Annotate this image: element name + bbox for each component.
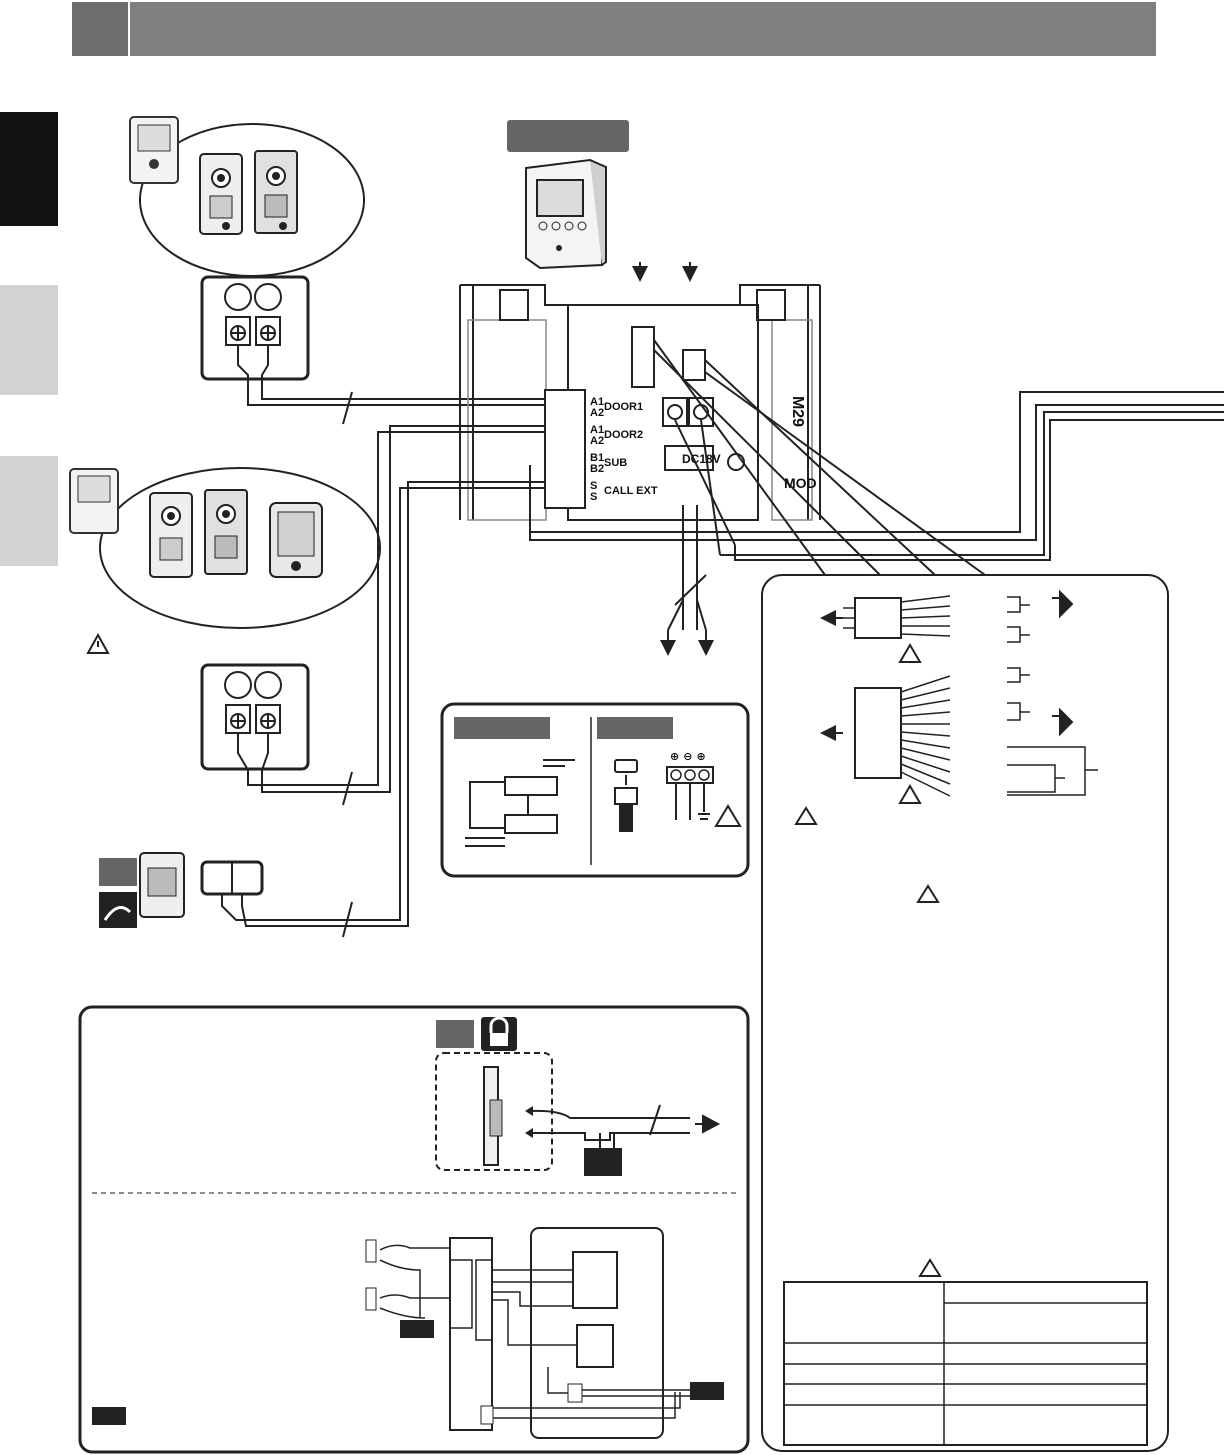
electric-lock-panel — [78, 1005, 750, 1454]
sub-terminal-b2: B2 — [590, 463, 605, 475]
side-model-text: M29 — [789, 395, 807, 428]
terminal-block-1 — [200, 275, 310, 381]
power-symbols: ⊕⊖⊕ — [670, 752, 710, 763]
door2-label: DOOR2 — [604, 429, 644, 441]
side-tab-2[interactable] — [0, 285, 58, 395]
side-tab-3[interactable] — [0, 456, 58, 566]
power-minus-symbol: ⊖ — [683, 751, 697, 763]
detail-panel — [440, 702, 750, 878]
terminal-block-2 — [200, 663, 310, 771]
sub-station — [99, 852, 264, 928]
door2-terminal-a2: A2 — [590, 435, 605, 447]
power-plus-symbol: ⊕ — [670, 751, 684, 763]
master-monitor — [525, 158, 607, 270]
master-monitor-badge — [507, 120, 629, 152]
door1-label: DOOR1 — [604, 401, 644, 413]
right-info-panel — [761, 574, 1169, 1452]
section-number-tab — [72, 2, 130, 56]
side-tab-active[interactable] — [0, 112, 58, 226]
call-label: CALL EXT — [604, 485, 658, 497]
call-terminal-s2: S — [590, 491, 598, 503]
page-header-bar — [72, 2, 1156, 56]
mod-text: MOD — [784, 475, 817, 491]
door1-terminal-a2: A2 — [590, 407, 605, 419]
door-station-group-1 — [129, 116, 365, 277]
door-station-group-2 — [69, 467, 381, 629]
power-label: DC18V — [682, 452, 721, 466]
sub-label: SUB — [604, 457, 628, 469]
warning-icon — [86, 632, 110, 654]
call-terminal-s1: S — [590, 480, 598, 492]
power-plus-symbol-2: ⊕ — [696, 751, 710, 763]
door2-terminal-a1: A1 — [590, 424, 605, 436]
sub-terminal-b1: B1 — [590, 452, 605, 464]
door1-terminal-a1: A1 — [590, 396, 605, 408]
